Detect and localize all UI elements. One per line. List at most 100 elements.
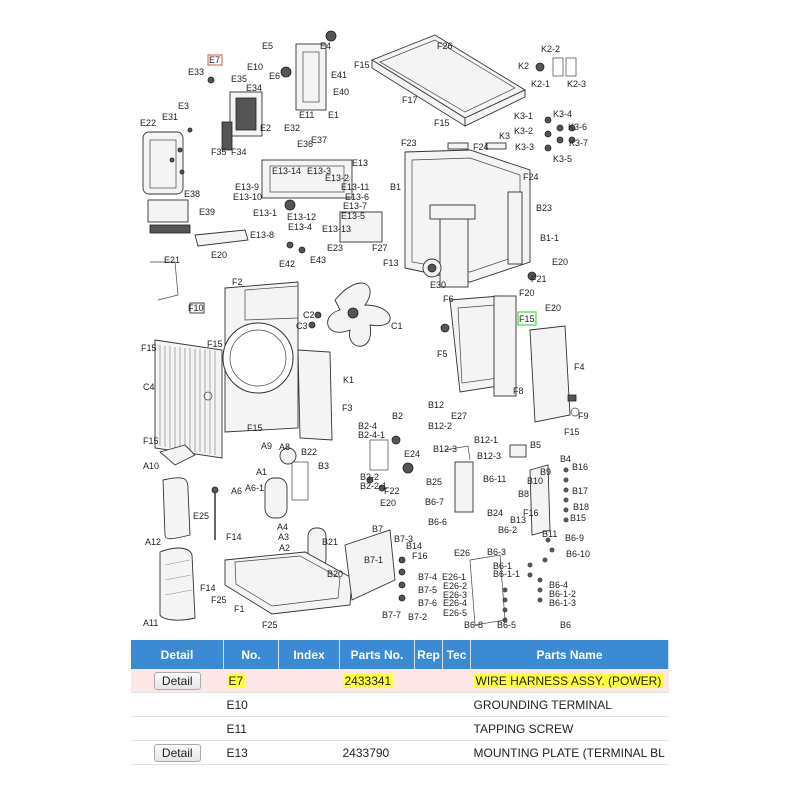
part-label: E13-11: [341, 182, 369, 192]
col-rep[interactable]: Rep: [414, 640, 443, 669]
part-label: E27: [451, 411, 467, 421]
part-label: E33: [188, 67, 204, 77]
col-tec[interactable]: Tec: [442, 640, 471, 669]
part-label: K3-3: [515, 142, 534, 152]
part-label: E20: [545, 303, 561, 313]
part-label: B7-4: [418, 572, 437, 582]
part-label: K3: [499, 131, 510, 141]
part-label: F26: [437, 41, 453, 51]
part-label: F3: [342, 403, 353, 413]
part-label: F23: [401, 138, 417, 148]
table-row[interactable]: Detail E13 2433790 MOUNTING PLATE (TERMI…: [131, 740, 669, 765]
part-label: B18: [573, 502, 589, 512]
index-cell: [278, 716, 340, 741]
part-label: E36: [297, 139, 313, 149]
part-label: E20: [552, 257, 568, 267]
part-label: A9: [261, 441, 272, 451]
part-label: B12-3: [433, 444, 457, 454]
part-label: E26-5: [443, 608, 467, 618]
part-label: B7-7: [382, 610, 401, 620]
part-label: B7-6: [418, 598, 437, 608]
part-label: E13-13: [322, 224, 351, 234]
part-label: C2: [303, 310, 315, 320]
part-label: E24: [404, 449, 420, 459]
part-label: C1: [391, 321, 403, 331]
part-label: F9: [578, 411, 589, 421]
part-label: E43: [310, 255, 326, 265]
part-label: B6-5: [497, 620, 516, 630]
table-row[interactable]: E11 TAPPING SCREW: [131, 716, 669, 741]
col-index[interactable]: Index: [278, 640, 340, 669]
part-label: K3-7: [569, 138, 588, 148]
part-label: B24: [487, 508, 503, 518]
parts-table-header: Detail No. Index Parts No. Rep Tec Parts…: [131, 640, 669, 669]
part-label: E41: [331, 70, 347, 80]
detail-button[interactable]: Detail: [153, 743, 201, 762]
part-label: E13-9: [235, 182, 259, 192]
part-label: A10: [143, 461, 159, 471]
part-label: E30: [430, 280, 446, 290]
parts-name-cell: WIRE HARNESS ASSY. (POWER): [473, 673, 664, 688]
part-label: E6: [269, 71, 280, 81]
part-label: F13: [383, 258, 399, 268]
part-label: E23: [327, 243, 343, 253]
part-label: E26-4: [443, 598, 467, 608]
part-label: B2: [392, 411, 403, 421]
part-label: B6-11: [483, 474, 506, 484]
parts-number-cell: [339, 716, 415, 741]
part-label: F34: [231, 147, 247, 157]
pcb-group: [469, 464, 569, 626]
part-label: E13-6: [345, 192, 369, 202]
col-parts-no[interactable]: Parts No.: [339, 640, 415, 669]
part-label: E2: [260, 123, 271, 133]
col-no[interactable]: No.: [223, 640, 279, 669]
part-label: F15: [519, 314, 535, 324]
part-label: B6-6: [428, 517, 447, 527]
part-label: C4: [143, 382, 155, 392]
parts-number-cell: 2433790: [339, 740, 415, 765]
part-label: E13: [352, 158, 368, 168]
parts-table-container: Detail No. Index Parts No. Rep Tec Parts…: [131, 640, 669, 780]
parts-table: Detail No. Index Parts No. Rep Tec Parts…: [131, 640, 669, 765]
part-label: F16: [523, 508, 539, 518]
detail-button[interactable]: Detail: [153, 671, 201, 690]
part-label: E13-14: [272, 166, 301, 176]
valve-sensor-group: [344, 435, 527, 602]
part-label: E11: [299, 110, 314, 120]
part-label: K3-2: [514, 126, 533, 136]
part-label: E26-2: [443, 581, 467, 591]
parts-number-cell: [339, 692, 415, 717]
part-label: F35: [211, 147, 227, 157]
part-label: E22: [140, 118, 156, 128]
compressor-base-group: [159, 447, 353, 621]
part-no-cell: E13: [223, 740, 279, 765]
part-label: E10: [247, 62, 263, 72]
part-label: F5: [437, 349, 448, 359]
part-label: F4: [574, 362, 585, 372]
part-labels: E7 E5 E4 E33 E10 E35 E6 E41 E40 E34 E11 …: [140, 41, 590, 630]
part-label: C3: [296, 321, 308, 331]
table-row[interactable]: E10 GROUNDING TERMINAL: [131, 692, 669, 717]
part-label: A4: [277, 522, 288, 532]
part-label: B2-2-1: [360, 481, 387, 491]
part-label: B7-3: [394, 534, 413, 544]
part-label: F24: [523, 172, 539, 182]
part-label: F10: [188, 303, 204, 313]
part-label: E13-10: [233, 192, 262, 202]
part-label: E25: [193, 511, 209, 521]
part-label: E26-1: [442, 572, 466, 582]
col-detail[interactable]: Detail: [131, 640, 224, 669]
part-label: B23: [536, 203, 552, 213]
part-label: A12: [145, 537, 161, 547]
part-label: F14: [200, 583, 216, 593]
part-label: B10: [527, 476, 543, 486]
part-label: E40: [333, 87, 349, 97]
part-label: F15: [207, 339, 223, 349]
part-label: F22: [384, 486, 400, 496]
part-label: F17: [402, 95, 418, 105]
col-parts-name[interactable]: Parts Name: [470, 640, 669, 669]
table-row[interactable]: Detail E7 2433341 WIRE HARNESS ASSY. (PO…: [131, 669, 669, 693]
f15-highlight-box: [517, 311, 537, 326]
part-label: E20: [211, 250, 227, 260]
part-label: A1: [256, 467, 267, 477]
